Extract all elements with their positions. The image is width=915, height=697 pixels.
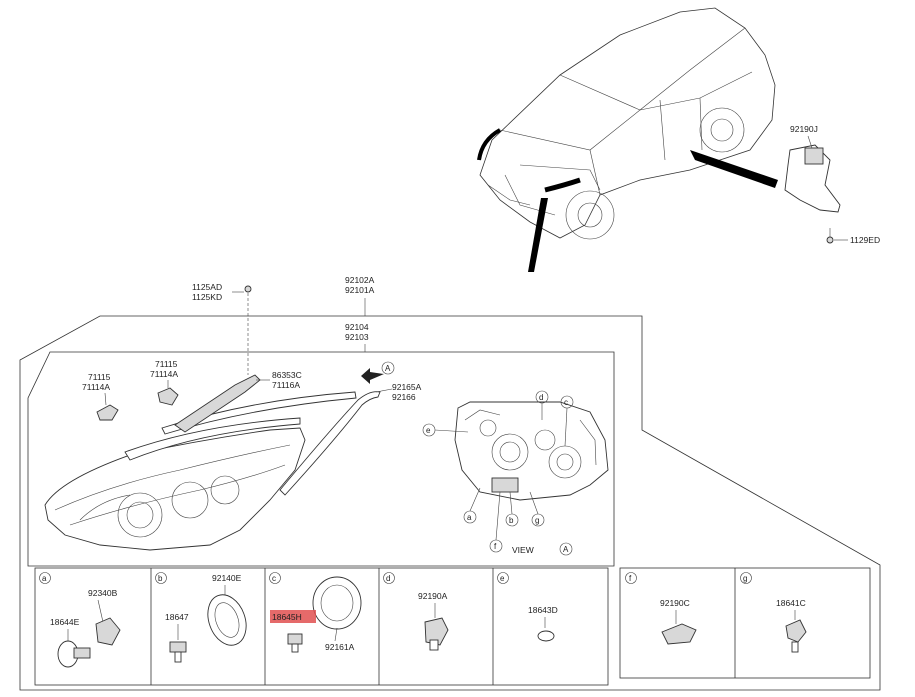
clip-a-label-2: 71114A xyxy=(82,382,110,392)
bulb-panels xyxy=(34,567,871,686)
bracket-assembly: 92190J 1129ED xyxy=(784,124,880,245)
callout-f: f xyxy=(494,542,497,551)
top-callouts: 1125AD 1125KD 92102A 92101A 92104 92103 xyxy=(192,275,375,375)
panel-g: g 18641C xyxy=(740,572,807,653)
callout-A-view: A xyxy=(563,545,569,554)
vehicle-illustration xyxy=(477,7,778,272)
panel-f: f 92190C xyxy=(625,572,697,645)
inner-frame xyxy=(27,351,615,567)
callout-d: d xyxy=(539,393,543,402)
panel-a-socket-label: 92340B xyxy=(88,588,118,598)
panel-c-cap-label: 92161A xyxy=(325,642,355,652)
callout-c: c xyxy=(564,398,568,407)
callout-b: b xyxy=(509,516,514,525)
panel-e-bulb-label: 18643D xyxy=(528,605,558,615)
panel-f-module-label: 92190C xyxy=(660,598,690,608)
screw-label-2: 1125KD xyxy=(192,292,222,302)
screw-label-1: 1125AD xyxy=(192,282,222,292)
view-a-detail: d c e a b g f VIEW A xyxy=(422,390,609,556)
panel-c-letter: c xyxy=(272,574,276,583)
panel-c: c 18645H 92161A xyxy=(269,572,362,653)
bracket-assy-label: 92190J xyxy=(790,124,818,134)
panel-e-letter: e xyxy=(500,574,505,583)
outer-frame xyxy=(19,315,881,691)
seal-label-2: 92166 xyxy=(392,392,416,402)
panel-b-cap-label: 92140E xyxy=(212,573,242,583)
panel-d-socket-label: 92190A xyxy=(418,591,448,601)
seal-label-1: 92165A xyxy=(392,382,422,392)
clip-a-label-1: 71115 xyxy=(88,372,111,382)
panel-a-letter: a xyxy=(42,574,47,583)
clip-b-label-2: 71114A xyxy=(150,369,178,379)
panel-f-letter: f xyxy=(629,574,632,583)
panel-d-letter: d xyxy=(386,574,390,583)
panel-b-letter: b xyxy=(158,574,163,583)
panel-b-bulb-label: 18647 xyxy=(165,612,189,622)
housing-rh-label: 92103 xyxy=(345,332,369,342)
headlamp-assembly xyxy=(44,391,381,551)
callout-A-top: A xyxy=(385,364,391,373)
seal-callout: 92165A 92166 xyxy=(375,382,422,402)
bracket-bolt-label: 1129ED xyxy=(850,235,880,245)
panel-b: b 92140E 18647 xyxy=(155,572,247,663)
panel-g-bulb-label: 18641C xyxy=(776,598,806,608)
callout-a: a xyxy=(467,513,472,522)
panel-e: e 18643D xyxy=(497,572,558,642)
bracket-label-2: 71116A xyxy=(272,380,300,390)
lamp-lh-label: 92102A xyxy=(345,275,375,285)
callout-g: g xyxy=(535,516,539,525)
view-a-arrow: A xyxy=(361,361,395,384)
clip-b-label-1: 71115 xyxy=(155,359,178,369)
housing-lh-label: 92104 xyxy=(345,322,369,332)
callout-e: e xyxy=(426,426,431,435)
clip-left: 71115 71114A xyxy=(82,372,119,421)
upper-bracket: 86353C 71116A xyxy=(174,370,302,433)
lamp-rh-label: 92101A xyxy=(345,285,375,295)
highlighted-part-marker xyxy=(270,610,316,623)
bracket-label-1: 86353C xyxy=(272,370,302,380)
clip-middle: 71115 71114A xyxy=(150,359,179,406)
panel-a-bulb-label: 18644E xyxy=(50,617,80,627)
panel-a: a 92340B 18644E xyxy=(39,572,121,668)
panel-d: d 92190A xyxy=(383,572,449,651)
view-label: VIEW xyxy=(512,545,534,555)
panel-c-bulb-label: 18645H xyxy=(272,612,302,622)
panel-g-letter: g xyxy=(743,574,747,583)
